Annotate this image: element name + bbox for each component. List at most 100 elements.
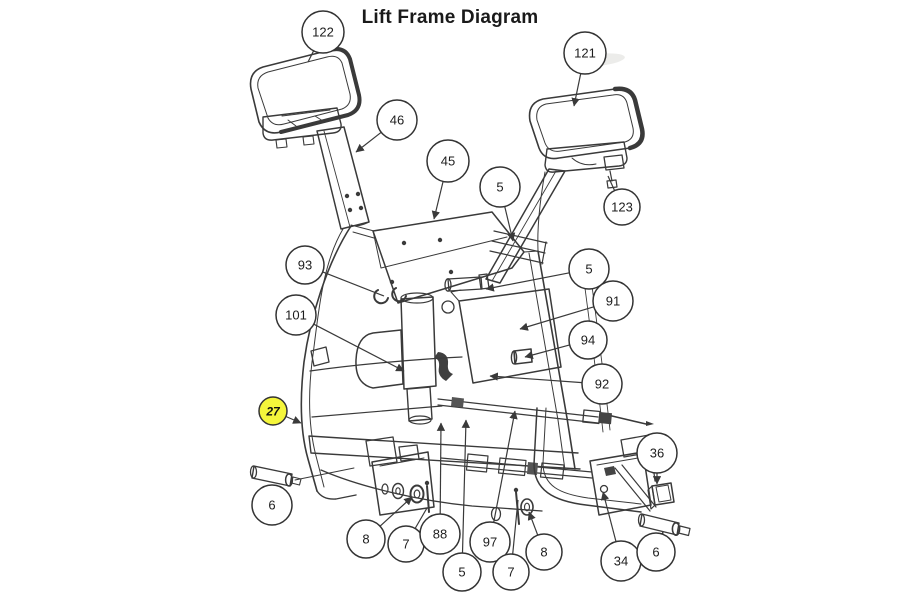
latch-handle [434,352,453,381]
leader-line [313,323,405,372]
leader-line [322,271,385,297]
balloon-number: 122 [312,25,334,40]
balloon-circle [581,363,623,405]
leader-line [512,499,519,555]
left-headlight-rim [279,47,362,134]
balloon-number: 8 [362,532,369,547]
callout-6: 6 [251,484,293,526]
balloon-circle [568,248,610,290]
balloon-number: 45 [441,154,455,169]
callout-27: 27 [258,396,302,426]
callout-8: 8 [525,511,563,571]
leader-line [600,491,617,542]
balloon-number: 121 [574,46,596,61]
balloon-number: 6 [268,498,275,513]
balloon-circle [258,396,288,426]
leader-line [461,419,470,554]
callout-5: 5 [442,419,482,592]
balloon-circle [592,280,634,322]
balloon-circle [419,513,461,555]
balloon-circle [285,245,325,285]
right-rail [537,250,576,470]
leader-line [504,206,516,242]
balloon-circle [346,519,386,559]
balloon-circle [492,553,530,591]
balloon-number: 27 [265,405,281,419]
leader-line [519,306,594,331]
left-headlight [249,48,361,134]
callout-97: 97 [469,410,518,563]
callout-6: 6 [636,531,676,572]
callout-93: 93 [285,245,385,297]
balloon-number: 46 [390,113,404,128]
leader-line [307,50,315,63]
lift-cylinder [400,296,437,390]
balloon-number: 94 [581,333,595,348]
balloon-number: 36 [650,446,664,461]
right-headlight-rim [612,86,645,151]
callout-8: 8 [346,496,413,559]
frame-corner [533,407,642,513]
callout-88: 88 [419,422,461,555]
left-pivot-bracket [371,451,435,516]
leader-line [436,422,446,515]
callout-92: 92 [489,363,623,405]
leader-line [414,507,428,529]
leader-line [571,73,582,107]
balloon-number: 7 [402,537,409,552]
balloon-number: 101 [285,308,307,323]
callout-45: 45 [426,139,470,220]
balloon-number: 7 [507,565,514,580]
right-pivot-bracket [589,451,652,516]
leader-line [379,496,413,527]
right-lamp-mount [544,141,628,173]
leader-line [489,372,583,384]
balloon-circle [275,294,317,336]
callout-5: 5 [479,166,521,242]
left-rail [300,225,352,492]
leader-line [355,131,382,153]
balloon-number: 88 [433,527,447,542]
callout-123: 123 [603,175,641,226]
balloon-number: 34 [614,554,628,569]
left-lift-arm [316,126,370,230]
balloon-circle [442,552,482,592]
balloon-circle [636,532,676,572]
leader-line [485,272,570,292]
callout-46: 46 [355,99,418,153]
right-lift-arm [485,168,566,284]
balloon-number: 93 [298,258,312,273]
callout-5: 5 [485,248,610,292]
callout-7: 7 [492,499,530,591]
side-panel [458,288,562,384]
callout-36: 36 [636,432,678,485]
balloon-circle [426,139,470,183]
balloon-circle [301,10,345,54]
leader-line [607,175,616,191]
leader-line [285,415,302,424]
balloon-circle [469,521,511,563]
balloon-circle [376,99,418,141]
callout-121: 121 [563,31,607,107]
leader-line [431,181,444,220]
panel-bolt [513,348,533,365]
callout-91: 91 [519,280,634,331]
balloon-circle [603,188,641,226]
balloon-number: 5 [585,262,592,277]
balloon-number: 92 [595,377,609,392]
leader-line [524,344,570,359]
callout-101: 101 [275,294,405,372]
left-lamp-mount [262,107,342,141]
callout-122: 122 [301,10,345,63]
balloon-circle [568,320,608,360]
balloon-number: 5 [496,180,503,195]
lift-frame-line-art [249,47,691,537]
lower-rod [440,457,593,479]
balloon-circle [479,166,521,208]
balloon-number: 5 [458,565,465,580]
balloon-number: 6 [652,545,659,560]
callout-34: 34 [600,491,642,582]
grommet [409,484,425,504]
leader-line [527,511,539,536]
